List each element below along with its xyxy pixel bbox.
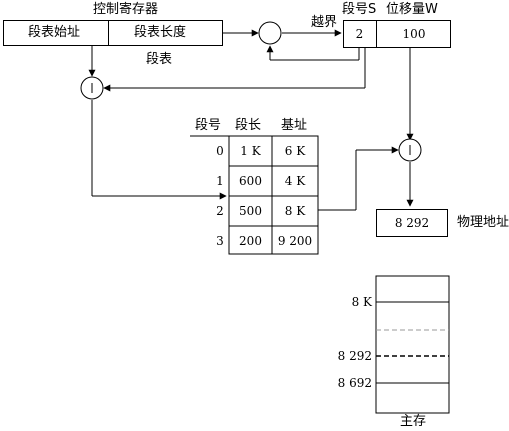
offset-header: 位移量W: [386, 2, 438, 17]
table-row-2-base: 8 K: [284, 204, 306, 218]
memory-mark-8k: 8 K: [351, 295, 372, 309]
table-grid-outline: [228, 135, 319, 255]
logical-address-box: [343, 20, 451, 48]
table-row-0-base: 6 K: [284, 144, 306, 158]
segment-number-header: 段号S: [342, 2, 377, 17]
table-row-2-segment: 2: [216, 204, 224, 218]
table-header-base: 基址: [281, 118, 308, 133]
main-memory-box: [375, 275, 450, 414]
table-row-3-base: 9 200: [277, 234, 313, 248]
memory-mark-8692: 8 692: [337, 376, 372, 390]
physical-address-label: 物理地址: [457, 215, 509, 230]
physical-address-box: [376, 209, 448, 237]
memory-mark-8292: 8 292: [337, 349, 372, 363]
table-row-1-segment: 1: [216, 174, 224, 188]
table-row-0-length: 1 K: [240, 144, 261, 158]
segment-table-length-field: 段表长度: [134, 25, 187, 40]
table-row-2-length: 500: [239, 204, 262, 218]
table-row-3-segment: 3: [216, 234, 224, 248]
logical-address-divider: [376, 20, 377, 48]
table-row-1-base: 4 K: [284, 174, 306, 188]
segment-table-start-field: 段表始址: [28, 25, 81, 40]
table-header-length: 段长: [235, 118, 262, 133]
table-header-segment: 段号: [195, 118, 222, 133]
table-row-3-length: 200: [239, 234, 262, 248]
control-register-title: 控制寄存器: [93, 2, 159, 17]
segment-number-value: 2: [355, 27, 364, 41]
offset-value: 100: [402, 27, 426, 41]
table-row-1-length: 600: [239, 174, 262, 188]
main-memory-caption: 主存: [400, 414, 427, 429]
overflow-label: 越界: [311, 15, 338, 30]
segment-table-caption: 段表: [146, 52, 173, 67]
physical-address-value: 8 292: [394, 216, 430, 230]
control-register-box: [3, 20, 223, 46]
register-divider: [108, 20, 109, 46]
compare-circle: [258, 21, 282, 45]
table-row-0-segment: 0: [216, 144, 224, 158]
